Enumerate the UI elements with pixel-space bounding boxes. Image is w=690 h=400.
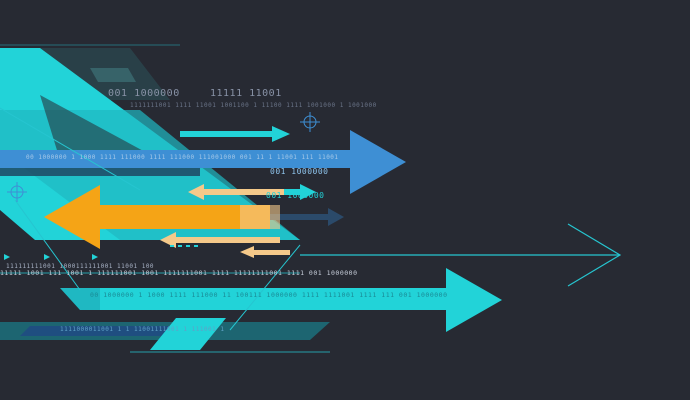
diagonal-line-3 <box>14 199 81 291</box>
orange-arrow-head <box>44 185 100 249</box>
big-cyan-arrow-head <box>446 268 502 332</box>
binary-text-10: 1111000011001 1 1 11001111001 1 111001 1 <box>60 326 225 333</box>
blue-arrow-head <box>350 130 406 194</box>
orange-shaft-fade <box>240 205 280 229</box>
peach-arrow-head-4 <box>240 246 254 258</box>
marker-triangle-2 <box>44 254 50 260</box>
peach-arrow-head-1 <box>188 184 204 200</box>
diagonal-line-1 <box>0 107 141 191</box>
outline-arrow-head <box>567 223 622 287</box>
binary-text-2: 11111 11001 <box>210 88 282 99</box>
thin-cyan-arrow-shaft <box>180 131 272 137</box>
crosshair-icon <box>300 112 320 132</box>
marker-triangle-3 <box>92 254 98 260</box>
binary-text-7: 111111111001 1000111111001 11001 100 <box>6 263 154 270</box>
binary-text-6: 001 1000000 <box>266 191 324 200</box>
peach-arrow-head-3 <box>160 232 176 248</box>
navy-arrow-head <box>328 208 344 226</box>
blue-band-shadow <box>0 168 200 176</box>
peach-arrow-shaft-1 <box>204 189 284 195</box>
crosshair-icon-left <box>7 182 27 202</box>
binary-text-4: 00 1000000 1 1000 1111 111000 1111 11100… <box>26 154 339 161</box>
navy-arrow-shaft <box>250 214 330 220</box>
binary-text-5: 001 1000000 <box>270 167 328 176</box>
peach-arrow-shaft-3 <box>176 237 280 243</box>
diagonal-line-4 <box>229 244 301 331</box>
peach-arrow-shaft-4 <box>254 250 290 255</box>
blue-band <box>0 150 350 168</box>
binary-text-8: 11111 1001 111 1001 1 111111001 1001 111… <box>0 269 357 277</box>
binary-text-9: 00 1000000 1 1000 1111 111000 11 100111 … <box>90 291 447 299</box>
thin-cyan-arrow-head-2 <box>300 184 316 200</box>
big-cyan-arrow-shaft <box>80 288 448 310</box>
binary-text-1: 001 1000000 <box>108 88 180 99</box>
marker-triangle-1 <box>4 254 10 260</box>
top-left-teal-shape <box>90 68 136 82</box>
thin-cyan-arrow-head <box>272 126 290 142</box>
binary-text-3: 1111111001 1111 11001 1001100 1 11100 11… <box>130 102 377 109</box>
bottom-cyan-band <box>150 318 226 350</box>
dash-row <box>170 245 198 247</box>
bottom-navy-band <box>20 326 200 336</box>
dark-inner-triangle <box>40 95 160 160</box>
cyan-bottom-left-band <box>60 288 100 310</box>
